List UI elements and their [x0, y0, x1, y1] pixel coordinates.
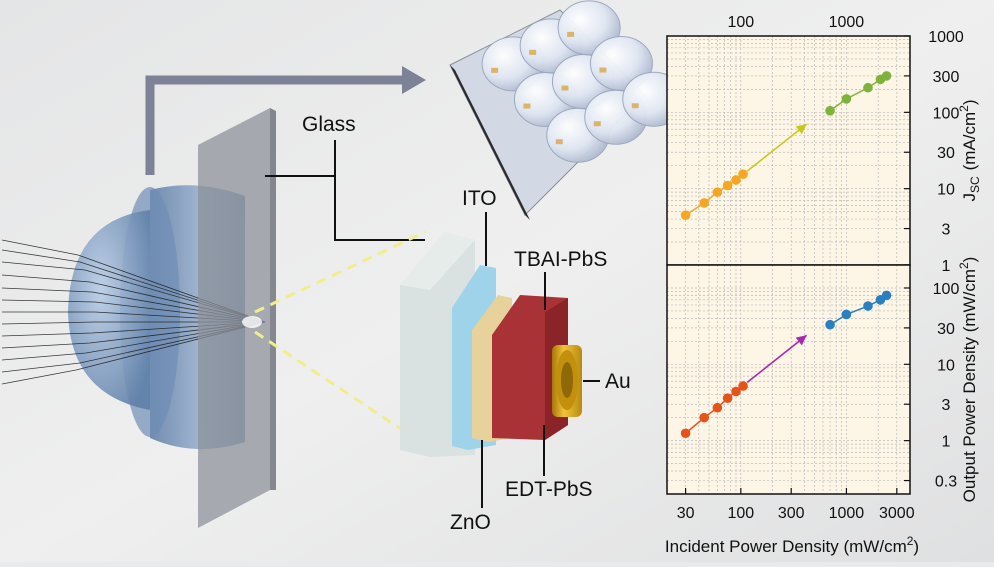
y-tick-label: 300 — [933, 69, 960, 86]
lens-dome — [68, 210, 150, 410]
label-glass: Glass — [302, 113, 356, 136]
data-point — [731, 386, 741, 397]
y-tick-label: 30 — [937, 145, 955, 162]
magnify-arrow — [145, 75, 410, 175]
layer-au-hole — [561, 362, 573, 398]
grid — [667, 36, 910, 265]
x-axis-label-sup: 2 — [907, 534, 914, 548]
trend-arrow-head — [795, 124, 807, 135]
microlens-pad — [599, 67, 607, 73]
y-tick-label: 1 — [942, 434, 951, 451]
x-tick-label: 30 — [677, 505, 695, 522]
projection-line-top — [254, 230, 426, 314]
microlens-pad — [523, 103, 531, 109]
y-axis-label-end: ) — [960, 257, 979, 263]
microlens-pad — [491, 67, 499, 73]
microlens-pad — [567, 31, 575, 37]
data-point — [881, 71, 892, 81]
data-point — [841, 309, 852, 320]
top-tick-label: 1000 — [829, 14, 865, 31]
data-point — [881, 290, 892, 301]
microlens-pad — [631, 103, 639, 109]
microlens-pad — [593, 121, 601, 127]
trend-arrow — [746, 334, 808, 383]
trend-arrow — [746, 123, 808, 172]
x-axis-label-text: Incident Power Density (mW/cm — [665, 537, 907, 556]
label-tbai-pbs: TBAI-PbS — [514, 248, 607, 271]
y-axis-label-text: Output Power Density (mW/cm — [960, 269, 979, 502]
data-point — [863, 82, 873, 93]
magnify-arrow-head — [402, 66, 426, 94]
label-au: Au — [605, 370, 631, 393]
y-tick-label: 30 — [937, 321, 955, 338]
y-axis-label-end: ) — [960, 99, 979, 105]
data-point — [825, 105, 835, 116]
y-axis-label-sup: 2 — [957, 262, 971, 269]
data-point — [680, 428, 691, 439]
microlens-cells — [481, 0, 686, 163]
label-edt-pbs: EDT-PbS — [505, 478, 593, 501]
microlens-array — [449, 0, 686, 220]
y-axis-label-main: J — [960, 193, 979, 202]
glass-plate — [198, 108, 270, 528]
microlens-pad — [555, 139, 563, 145]
data-point — [699, 412, 709, 423]
y-tick-label: 10 — [937, 357, 955, 374]
data-point — [731, 175, 741, 185]
y-tick-label: 3 — [942, 397, 951, 414]
grid — [667, 265, 910, 494]
chart-panel-2: 100 30 10 3 1 0.3 30 100 300 1000 3000 Output Power… — [665, 257, 979, 556]
x-tick-label: 100 — [727, 505, 754, 522]
trend-arrow-head — [795, 335, 807, 346]
data-point — [712, 187, 723, 197]
data-point — [841, 94, 852, 104]
microlens-pad — [561, 85, 569, 91]
x-tick-label: 300 — [778, 505, 805, 522]
y-axis-label: JSC (mA/cm2) — [957, 99, 982, 201]
data-point — [863, 301, 873, 311]
x-axis-label: Incident Power Density (mW/cm2) — [665, 534, 919, 556]
y-axis-label-sup: 2 — [957, 105, 971, 112]
device-stack — [400, 232, 582, 457]
microlens-edge — [450, 65, 530, 220]
y-axis-label: Output Power Density (mW/cm2) — [957, 257, 979, 503]
label-zno: ZnO — [450, 511, 491, 534]
projection-line-bottom — [254, 330, 426, 447]
x-tick-label: 3000 — [879, 505, 915, 522]
data-point — [722, 393, 733, 403]
y-tick-label: 1 — [942, 258, 951, 275]
y-tick-label: 3 — [942, 222, 951, 239]
x-tick-label: 1000 — [829, 505, 865, 522]
data-point — [738, 381, 748, 391]
data-point — [680, 210, 691, 220]
y-axis-label-sub: SC — [968, 176, 982, 193]
plot-background — [667, 36, 910, 265]
y-tick-label: 10 — [937, 182, 955, 199]
x-axis-label-end: ) — [913, 537, 919, 556]
data-point — [825, 319, 835, 330]
data-point — [699, 198, 709, 208]
y-tick-label: 1000 — [928, 29, 964, 46]
top-tick-label: 100 — [727, 14, 754, 31]
y-tick-label: 100 — [933, 105, 960, 122]
y-axis-label-unit: (mA/cm — [960, 112, 979, 171]
glass-leader — [265, 140, 425, 241]
plot-frame — [666, 264, 911, 495]
y-tick-label: 100 — [933, 281, 960, 298]
layer-glass-top — [400, 232, 475, 290]
y-tick-label: 0.3 — [935, 474, 957, 491]
focal-spot — [242, 316, 262, 328]
data-point — [738, 169, 748, 179]
label-ito: ITO — [462, 187, 497, 210]
data-point — [722, 180, 733, 191]
plot-background — [667, 265, 910, 494]
glass-plate-edge — [270, 108, 276, 490]
microlens-pad — [529, 49, 537, 55]
data-point — [712, 402, 723, 413]
lens-illustration — [1, 66, 426, 528]
